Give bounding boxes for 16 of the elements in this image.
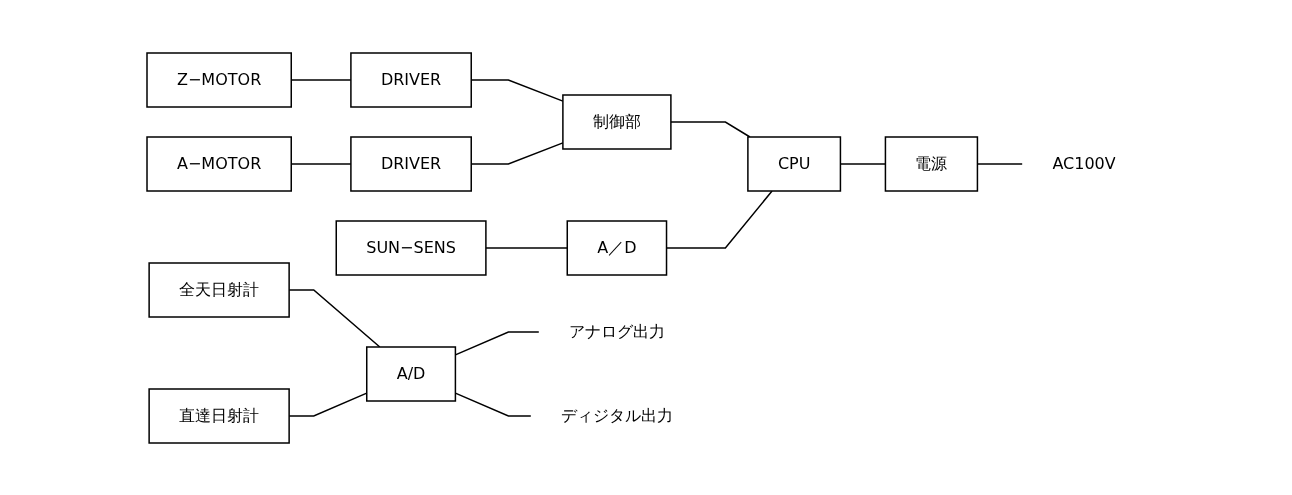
node-box: 直達日射計	[148, 387, 290, 444]
connector	[288, 288, 381, 348]
node-box: 制御部	[561, 93, 672, 150]
node-box: SUN−SENS	[335, 219, 487, 276]
node-text: ディジタル出力	[560, 405, 673, 425]
node-box: A/D	[365, 345, 456, 402]
node-box: A／D	[566, 219, 667, 276]
node-text: アナログ出力	[568, 321, 665, 341]
node-box: Z−MOTOR	[145, 51, 292, 108]
node-text: AC100V	[1052, 153, 1116, 173]
node-box: 全天日射計	[148, 261, 290, 318]
node-box: A−MOTOR	[145, 135, 292, 192]
node-box: DRIVER	[349, 51, 472, 108]
node-box: DRIVER	[349, 135, 472, 192]
node-box: CPU	[746, 135, 841, 192]
node-box: 電源	[884, 135, 978, 192]
